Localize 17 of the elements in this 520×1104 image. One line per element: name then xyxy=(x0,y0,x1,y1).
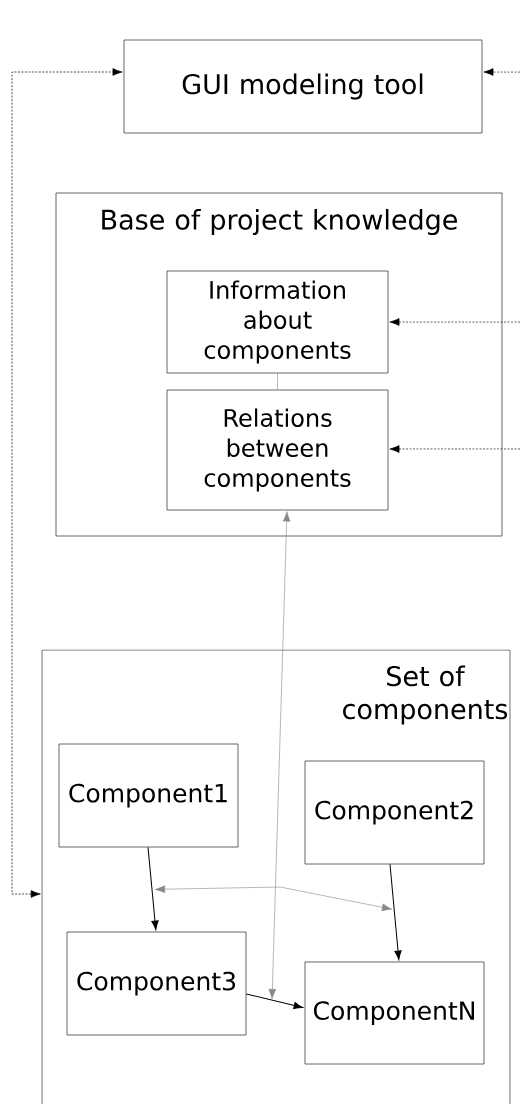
process-box: Component3 xyxy=(66,931,247,1036)
arrow xyxy=(389,318,520,326)
arrow xyxy=(147,846,159,930)
arrow xyxy=(245,993,304,1010)
connector-line xyxy=(277,373,278,390)
process-box: Component1 xyxy=(58,743,239,848)
arrow xyxy=(11,68,123,898)
process-box: Relations between components xyxy=(166,389,389,511)
process-box: Information about components xyxy=(166,270,389,374)
process-box: GUI modeling tool xyxy=(123,39,483,134)
arrow xyxy=(154,885,393,912)
process-box: ComponentN xyxy=(304,961,485,1065)
process-box: Component2 xyxy=(304,760,485,865)
arrow xyxy=(483,68,520,76)
arrow xyxy=(268,511,291,1000)
arrow xyxy=(389,445,520,453)
arrow xyxy=(389,863,402,960)
